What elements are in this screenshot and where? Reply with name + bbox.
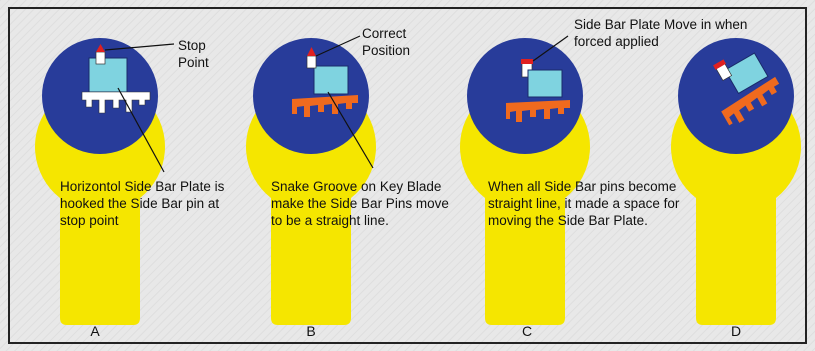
callout-c-line1: Side Bar Plate Move in when xyxy=(574,17,747,32)
correct-position-marker-b xyxy=(307,47,316,56)
callout-a-line1: Stop xyxy=(178,38,206,53)
side-bar-pins-c xyxy=(506,100,570,122)
caption-b-line2: make the Side Bar Pins move xyxy=(271,196,449,211)
callout-b-line1: Correct xyxy=(362,26,407,41)
side-bar-pins-b xyxy=(292,95,358,117)
panel-letter-b: B xyxy=(306,323,315,339)
leader-correct-position xyxy=(315,35,361,57)
caption-a-line3: stop point xyxy=(60,213,119,228)
rotated-assembly-d xyxy=(713,52,780,126)
side-bar-plate-a xyxy=(88,57,128,93)
side-bar-pin-b xyxy=(306,55,317,69)
callout-b-line2: Position xyxy=(362,43,410,58)
panel-letter-c: C xyxy=(522,323,532,339)
panel-b: Correct Position Snake Groove on Key Bla… xyxy=(246,26,449,339)
panel-c: Side Bar Plate Move in when forced appli… xyxy=(460,17,747,339)
caption-c-line2: straight line, it made a space for xyxy=(488,196,680,211)
panel-letter-a: A xyxy=(90,323,100,339)
plug-d xyxy=(678,38,794,154)
leader-stop-point xyxy=(104,43,175,51)
side-bar-pin-a xyxy=(95,51,106,65)
callout-c-line2: forced applied xyxy=(574,34,659,49)
side-bar-pins-a xyxy=(81,91,151,114)
leader-plate-move xyxy=(532,35,569,62)
pin-tip-d xyxy=(713,59,726,70)
caption-b-line1: Snake Groove on Key Blade xyxy=(271,179,441,194)
diagram-frame xyxy=(8,7,807,344)
leader-caption-a xyxy=(117,87,165,173)
panel-d: D xyxy=(670,38,801,339)
panel-letter-d: D xyxy=(731,323,741,339)
side-bar-plate-d xyxy=(724,52,769,95)
callout-a-line2: Point xyxy=(178,55,209,70)
caption-c-line1: When all Side Bar pins become xyxy=(488,179,676,194)
plug-c xyxy=(467,38,583,154)
pin-tip-c xyxy=(521,59,533,64)
caption-c-line3: moving the Side Bar Plate. xyxy=(488,213,648,228)
side-bar-plate-b xyxy=(313,65,349,95)
side-bar-pins-d xyxy=(721,76,780,126)
caption-b-line3: to be a straight line. xyxy=(271,213,389,228)
leader-caption-b xyxy=(327,91,374,169)
side-bar-plate-c xyxy=(527,69,563,98)
stop-point-marker-a xyxy=(96,44,105,52)
panel-a: Stop Point Horizontol Side Bar Plate is … xyxy=(35,38,225,339)
caption-a-line1: Horizontol Side Bar Plate is xyxy=(60,179,225,194)
caption-a-line2: hooked the Side Bar pin at xyxy=(60,196,219,211)
